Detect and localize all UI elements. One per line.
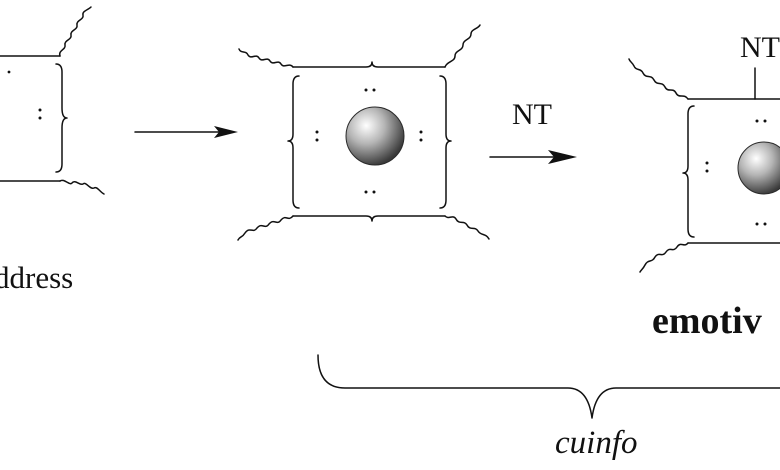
middle-bl-wavy-chain-icon (237, 215, 294, 241)
bottom-curly-brace-icon (317, 354, 780, 419)
middle-left-brace-icon (287, 75, 300, 209)
right-nt-label: NT (740, 31, 780, 64)
right-grey-sphere-icon (737, 141, 780, 195)
right-complex-label: emotiv (652, 300, 762, 342)
arrow-2-label: NT (512, 98, 552, 131)
middle-grey-sphere-icon (345, 106, 405, 166)
brace-label: cuinfo (555, 425, 638, 461)
right-tl-wavy-chain-icon (628, 58, 689, 100)
middle-complex (237, 24, 490, 241)
arrow-2 (489, 150, 577, 164)
left-bottom-wavy-chain-icon (59, 179, 105, 195)
middle-tl-wavy-chain-icon (238, 48, 294, 68)
middle-top-brace-icon (292, 61, 446, 68)
right-lone-pair-dots (705, 119, 767, 226)
left-top-wavy-chain-icon (58, 6, 92, 57)
middle-bottom-brace-icon (292, 215, 446, 222)
middle-br-wavy-chain-icon (444, 215, 490, 240)
right-complex (628, 58, 780, 273)
arrow-1 (134, 126, 238, 138)
arrow-2-head-icon (548, 150, 577, 164)
left-lone-pair-dots (7, 70, 42, 120)
left-right-brace-icon (55, 63, 68, 173)
right-bl-wavy-chain-icon (639, 242, 689, 273)
left-complex (0, 6, 105, 195)
right-left-brace-icon (682, 105, 695, 238)
left-complex-label: ddress (0, 260, 74, 295)
middle-lone-pair-dots (315, 88, 423, 194)
middle-tr-wavy-chain-icon (444, 24, 481, 68)
arrow-1-head-icon (214, 126, 238, 138)
middle-right-brace-icon (439, 75, 452, 209)
